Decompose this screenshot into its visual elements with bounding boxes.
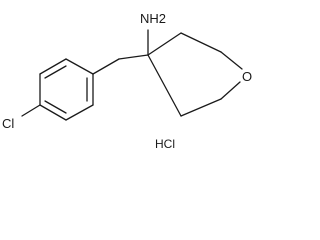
amine-label: NH2 — [140, 11, 166, 26]
chlorine-label: Cl — [2, 116, 14, 131]
chemical-structure: Cl NH2 O HCl — [2, 11, 252, 151]
bond — [180, 32, 222, 53]
bond — [220, 81, 241, 100]
oxygen-label: O — [242, 69, 252, 84]
bond — [39, 58, 67, 75]
c-cl-bond — [21, 104, 41, 117]
bond — [147, 32, 182, 56]
ch2-quaternary-bond — [118, 54, 149, 60]
bond — [180, 98, 222, 117]
double-bond-inner — [44, 65, 67, 79]
bond — [65, 58, 94, 75]
bond — [65, 104, 94, 121]
bond — [39, 104, 67, 121]
bond — [147, 54, 182, 117]
bond — [220, 51, 243, 70]
double-bond-inner — [44, 100, 67, 114]
benzene-ring — [39, 58, 94, 121]
salt-label: HCl — [155, 137, 175, 151]
oxane-ring — [147, 32, 243, 117]
aryl-ch2-bond — [92, 58, 120, 75]
